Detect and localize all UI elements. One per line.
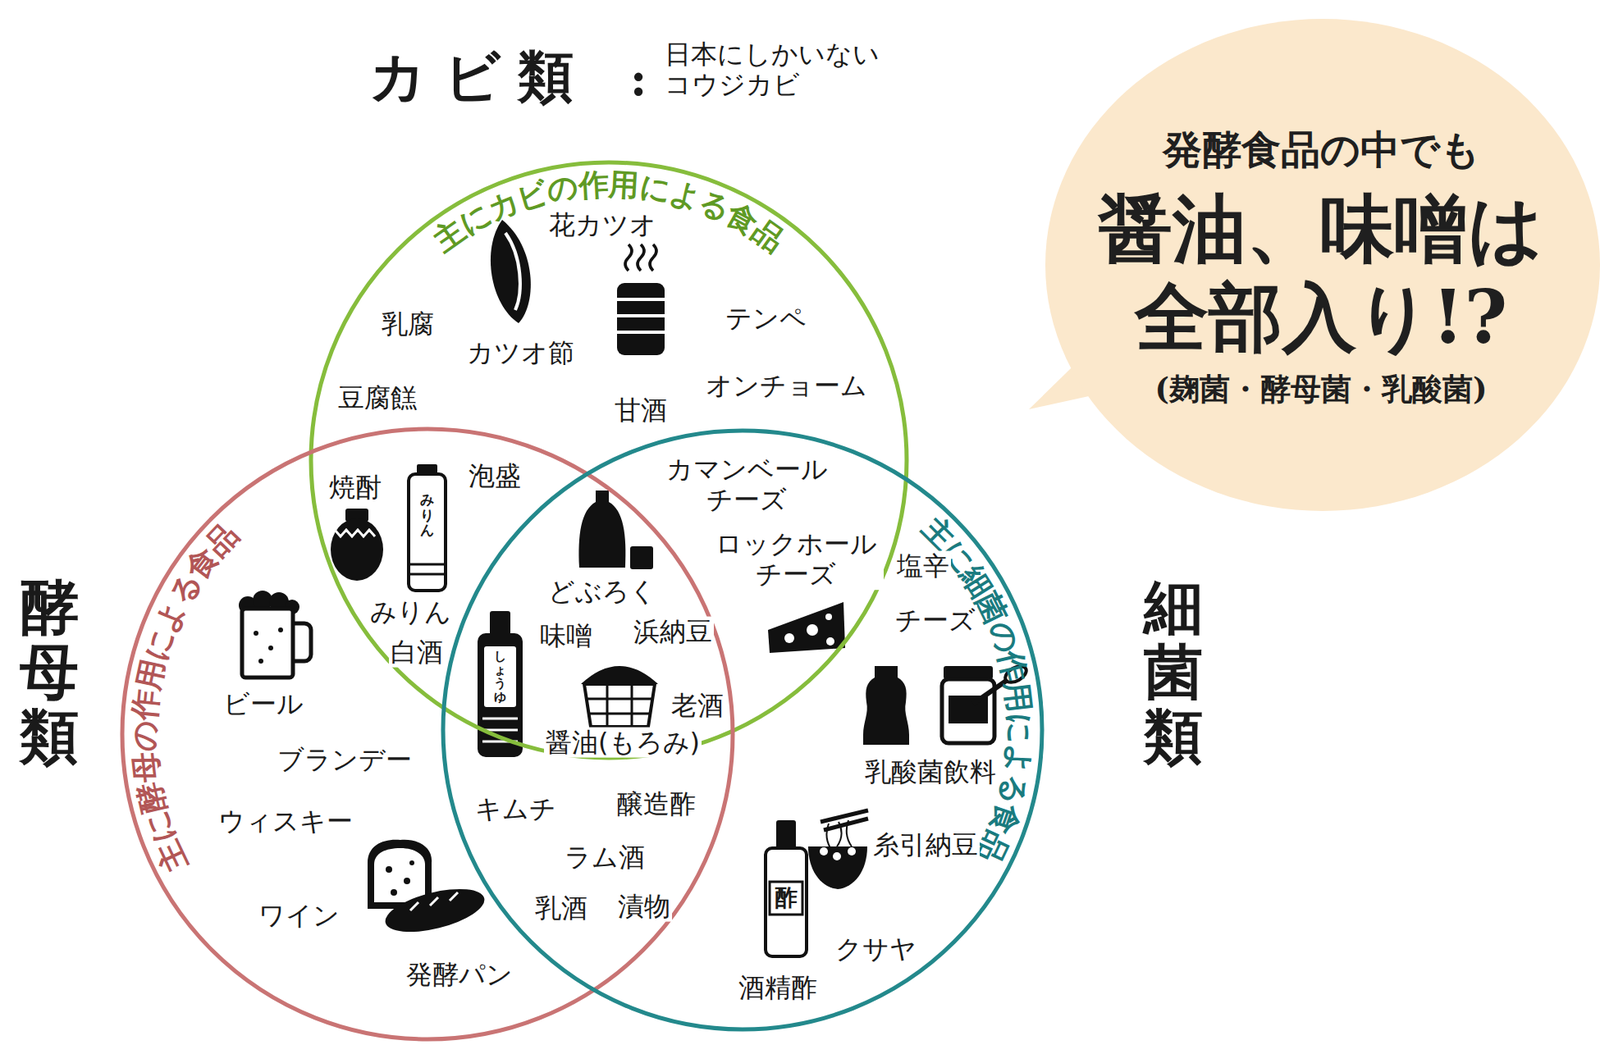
food-name: テンペ [723,303,809,334]
amazake-icon [617,244,665,356]
circle-heading: 主に細菌の作用による食品 [440,428,1045,1033]
bubble-text-column: 発酵食品の中でも醤油、味噌は 全部入り!? (麹菌・酵母菌・乳酸菌) [1042,12,1600,522]
food-name: 乳酸菌飲料 [863,757,998,788]
cheese-icon [768,602,846,654]
food-name: 漬物 [616,891,672,923]
bubble-text: 発酵食品の中でも [1162,126,1481,174]
heading-char: 作 [129,688,164,723]
heading-char: 作 [994,649,1031,686]
food-name: オンチョーム [704,370,869,402]
food-name: チーズ [893,605,978,636]
heading-char: に [1004,713,1035,744]
group-title: 細菌類 [1143,574,1203,770]
food-name: 乳腐 [379,309,436,340]
beer-mug-icon [238,590,311,678]
food-name: ロックホール チーズ [708,529,884,590]
circle-outline [440,428,1045,1033]
food-name: どぶろく [546,576,659,608]
group-title: 酵母類 [19,574,79,770]
food-name: カツオ節 [465,338,576,369]
circle-ring [443,430,1043,1030]
food-name: 乳酒 [533,893,590,924]
food-name: ワイン [256,900,342,932]
bottle-label: みりん [420,492,435,539]
group-title: カビ類 [367,44,592,109]
circle-ring [122,429,733,1040]
bottle-label: 酢 [772,885,800,912]
bottle-label: しょうゆ [493,649,507,704]
food-name: ラム酒 [562,842,647,874]
heading-char: の [128,721,160,752]
food-name: 発酵パン [404,960,515,991]
food-name: 焼酎 [327,472,384,503]
heading-char: 用 [608,169,640,202]
food-name: ブランデー [275,745,414,776]
food-name: 白酒 [388,637,445,668]
food-name: みりん [368,597,453,628]
heading-char: 酵 [133,779,170,816]
food-name: キムチ [473,794,558,825]
sake-bottle-icon [579,490,654,570]
food-name: 塩辛 [895,551,951,582]
heading-char: の [544,170,581,206]
food-name: 豆腐餻 [336,383,419,414]
venn-circle: 主に細菌の作用による食品 [440,428,1045,1033]
heading-char: 作 [577,169,610,202]
bubble-text: (麹菌・酵母菌・乳酸菌) [1154,370,1487,407]
heading-char: よ [1001,742,1036,777]
food-name: カマンベール チーズ [658,454,835,516]
shochu-jar-icon [330,508,384,581]
mirin-bottle-icon [408,464,446,591]
food-name: 老酒 [669,690,726,722]
vinegar-bottle-icon [765,820,807,957]
food-name: 酒精酢 [736,973,819,1004]
food-name: 浜納豆 [631,617,714,648]
food-name: クサヤ [833,934,919,965]
natto-bowl-icon [808,810,869,890]
food-name: 花カツオ [547,210,659,241]
miso-tub-icon [580,666,659,727]
food-name: 醤油(もろみ) [544,727,702,759]
food-name: 味噌 [538,621,595,652]
food-name: 醸造酢 [615,789,698,820]
food-name: 甘酒 [612,395,669,426]
heading-char: 母 [129,750,164,785]
bubble-text: 醤油、味噌は 全部入り!? [1087,183,1555,362]
bubble-body [1045,18,1600,512]
speech-bubble: 発酵食品の中でも醤油、味噌は 全部入り!? (麹菌・酵母菌・乳酸菌) [1042,12,1600,522]
food-name: 糸引納豆 [871,830,980,861]
title-colon: : [628,52,650,106]
food-name: ビール [221,689,306,720]
heading-char: 用 [1001,680,1035,714]
food-name: ウィスキー [216,806,355,837]
group-note: 日本にしかいない コウジカビ [662,39,905,101]
katsuobushi-icon [490,219,531,324]
food-name: 泡盛 [466,461,523,492]
